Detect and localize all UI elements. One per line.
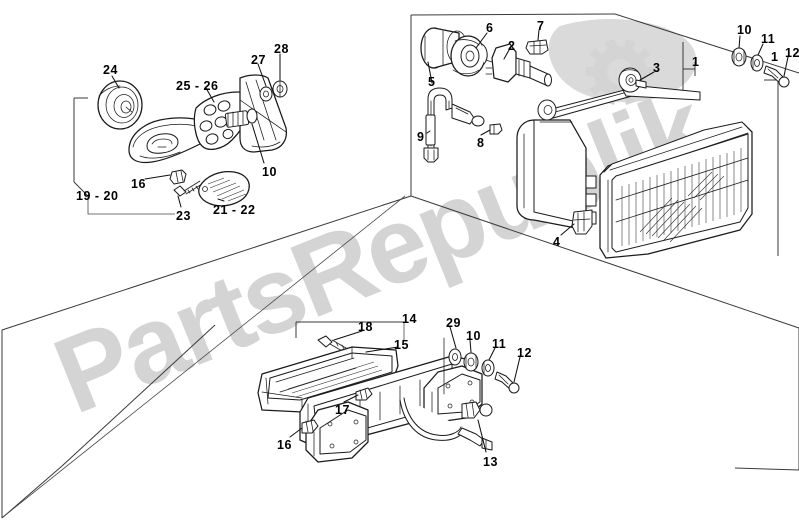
callout-number-11-upper: 11 (761, 32, 776, 46)
lens-diagonal-pattern (639, 171, 725, 243)
part-28-washer (272, 80, 288, 98)
part-7-clip (525, 39, 549, 55)
part-21-22-turn-signal-lens (198, 170, 250, 207)
callout-number-4: 4 (553, 235, 561, 249)
part-12-bolt-lower (494, 371, 520, 394)
panel-divider-lines (1, 13, 799, 519)
callout-number-3: 3 (653, 61, 661, 75)
callout-number-29: 29 (446, 316, 461, 330)
callout-number-6: 6 (486, 21, 494, 35)
callout-number-24: 24 (103, 63, 118, 77)
callout-number-15: 15 (394, 338, 409, 352)
taillight-assembly-group (257, 335, 520, 463)
fastener-set-upper-right (731, 47, 790, 88)
callout-number-27: 27 (251, 53, 266, 67)
part-16-nut-lower (301, 419, 319, 434)
callout-number-16-lower: 16 (277, 438, 292, 452)
callout-number-16-upper: 16 (131, 177, 146, 191)
callout-number-25-26: 25 - 26 (176, 79, 219, 93)
part-12-bolt (763, 65, 790, 88)
part-10-washer-lower (448, 348, 462, 366)
part-2-headlight-bulb (485, 43, 552, 87)
callout-number-9: 9 (417, 130, 425, 144)
part-9-wiring-harness (423, 87, 485, 163)
part-14-mounting-bracket (299, 355, 483, 463)
part-6-bulb-retainer (450, 35, 488, 77)
callout-number-17: 17 (335, 403, 350, 417)
mirror-assembly-group (97, 74, 288, 207)
part-19-20-mirror-housing (128, 117, 213, 164)
callout-number-18: 18 (358, 320, 373, 334)
callout-number-13: 13 (483, 455, 498, 469)
part-11-nut (750, 54, 764, 72)
headlight-left-adjuster (537, 99, 557, 121)
mirror-stalk (239, 74, 288, 153)
part-17-stud (355, 387, 373, 401)
callout-number-1-outer: 1 (771, 50, 779, 64)
part-23-screw (173, 180, 203, 197)
callout-number-11-lower: 11 (492, 337, 507, 351)
callout-number-14: 14 (402, 312, 417, 326)
callout-number-21-22: 21 - 22 (213, 203, 256, 217)
callout-number-10-upper-right: 10 (737, 23, 752, 37)
part-16-nut-upper (169, 169, 187, 185)
part-11-nut-lower (481, 359, 495, 377)
headlight-assembly-group (420, 27, 790, 259)
part-10-spring-spacer-upper (224, 108, 258, 128)
part-3-adjuster-screw (618, 67, 647, 93)
callout-number-23: 23 (176, 209, 191, 223)
taillight-wiring (399, 397, 493, 451)
callout-number-12-lower: 12 (517, 346, 532, 360)
watermark-blob (548, 19, 697, 103)
part-29-washer-ring (463, 352, 479, 372)
callout-number-19-20: 19 - 20 (76, 189, 119, 203)
callout-number-12-upper: 12 (785, 46, 799, 60)
callout-number-5: 5 (428, 75, 436, 89)
callout-number-10-upper-left: 10 (262, 165, 277, 179)
part-15-taillight-lens (257, 346, 399, 413)
headlight-housing (516, 67, 701, 231)
callout-number-28: 28 (274, 42, 289, 56)
part-13-lamp-socket (461, 401, 493, 419)
fastener-set-lower (448, 348, 520, 394)
callout-number-10-lower: 10 (466, 329, 481, 343)
headlight-lens (599, 121, 753, 259)
callout-number-7: 7 (537, 19, 545, 33)
callout-number-1-inner: 1 (692, 55, 700, 69)
part-10-washer (731, 47, 747, 67)
callout-number-8: 8 (477, 136, 485, 150)
lens-fluting (621, 148, 742, 246)
part-4-grommet (571, 209, 593, 235)
callout-number-2: 2 (508, 39, 516, 53)
part-27-nut (259, 86, 273, 102)
leader-lines (111, 29, 789, 453)
part-8-terminal (489, 123, 503, 135)
part-24-mirror-cap (97, 80, 143, 130)
